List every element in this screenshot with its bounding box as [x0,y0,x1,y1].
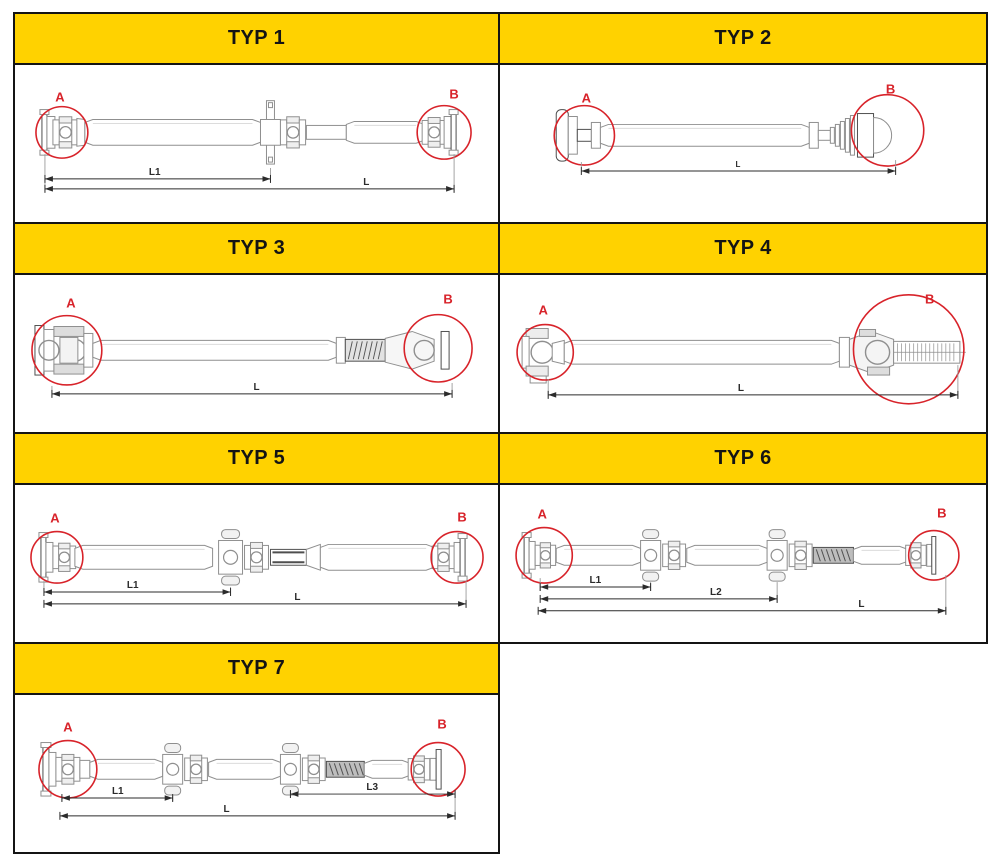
typ3-panel: TYP 3 A B L [13,222,500,434]
typ7-header: TYP 7 [15,644,498,695]
typ6-end-b-circle [907,529,960,581]
typ3-end-a-label: A [66,295,75,310]
typ3-header: TYP 3 [15,224,498,275]
typ2-end-a-label: A [582,90,592,105]
typ5-end-b-circle [430,530,484,584]
typ2-header: TYP 2 [500,14,986,65]
typ4-panel: TYP 4 A B L [498,222,988,434]
dim-label: L [858,598,864,609]
typ2-end-b-label: B [886,81,895,96]
typ1-diagram: A B L1L [35,86,472,193]
typ7-diagram: A B L1 L3L [38,716,466,820]
typ2-end-b-circle [850,93,925,167]
dim-label: L1 [149,166,161,177]
dim-label: L [224,803,230,814]
typ7-end-b-label: B [437,716,446,731]
typ4-end-a-label: A [538,302,548,317]
typ4-end-b-label: B [925,291,934,306]
typ2-drawing-area: A B L [500,65,986,222]
typ1-end-a-label: A [55,89,64,104]
typ5-title: TYP 5 [227,447,286,469]
typ1-end-b-circle [416,104,472,160]
typ4-diagram: A B L [516,291,966,405]
typ7-title: TYP 7 [227,657,286,679]
typ2-title: TYP 2 [714,27,772,49]
typ1-title: TYP 1 [227,27,286,49]
dim-label: L1 [127,580,139,591]
dim-label: L [363,176,369,187]
typ3-end-b-circle [403,313,473,383]
dim-label: L1 [112,786,124,797]
typ5-end-a-label: A [50,510,59,525]
typ4-drawing-area: A B L [500,275,986,432]
typ3-end-b-label: B [443,291,452,306]
typ3-diagram: A B L [31,291,473,398]
typ3-end-a-circle [31,314,103,386]
dim-label: L2 [710,587,722,598]
typ7-end-a-label: A [63,719,72,734]
typ6-header: TYP 6 [500,434,986,485]
typ4-header: TYP 4 [500,224,986,275]
typ6-end-a-circle [515,526,574,584]
typ3-title: TYP 3 [227,237,286,259]
typ4-title: TYP 4 [714,237,772,259]
typ6-end-b-label: B [937,505,946,520]
typ7-end-b-circle [410,741,466,797]
dim-label: L [738,382,744,393]
dim-label: L3 [366,782,378,793]
typ3-drawing-area: A B L [15,275,498,432]
typ5-end-b-label: B [457,509,466,524]
typ5-header: TYP 5 [15,434,498,485]
typ5-end-a-circle [30,530,84,584]
typ1-end-a-circle [35,105,89,159]
typ2-panel: TYP 2 A B L [498,12,988,224]
dim-label: L1 [590,575,602,586]
typ6-end-a-label: A [537,506,547,521]
typ2-end-a-circle [553,104,616,166]
typ4-end-b-circle [852,293,965,405]
typ2-diagram: A B L [553,81,925,175]
dim-label: L [736,160,741,169]
typ5-diagram: A B L1L [30,509,484,608]
dim-label: L [294,591,300,602]
typ4-end-a-circle [516,323,575,381]
typ1-end-b-label: B [449,86,458,101]
typ6-title: TYP 6 [714,447,772,469]
typ1-header: TYP 1 [15,14,498,65]
dim-label: L [253,381,259,392]
